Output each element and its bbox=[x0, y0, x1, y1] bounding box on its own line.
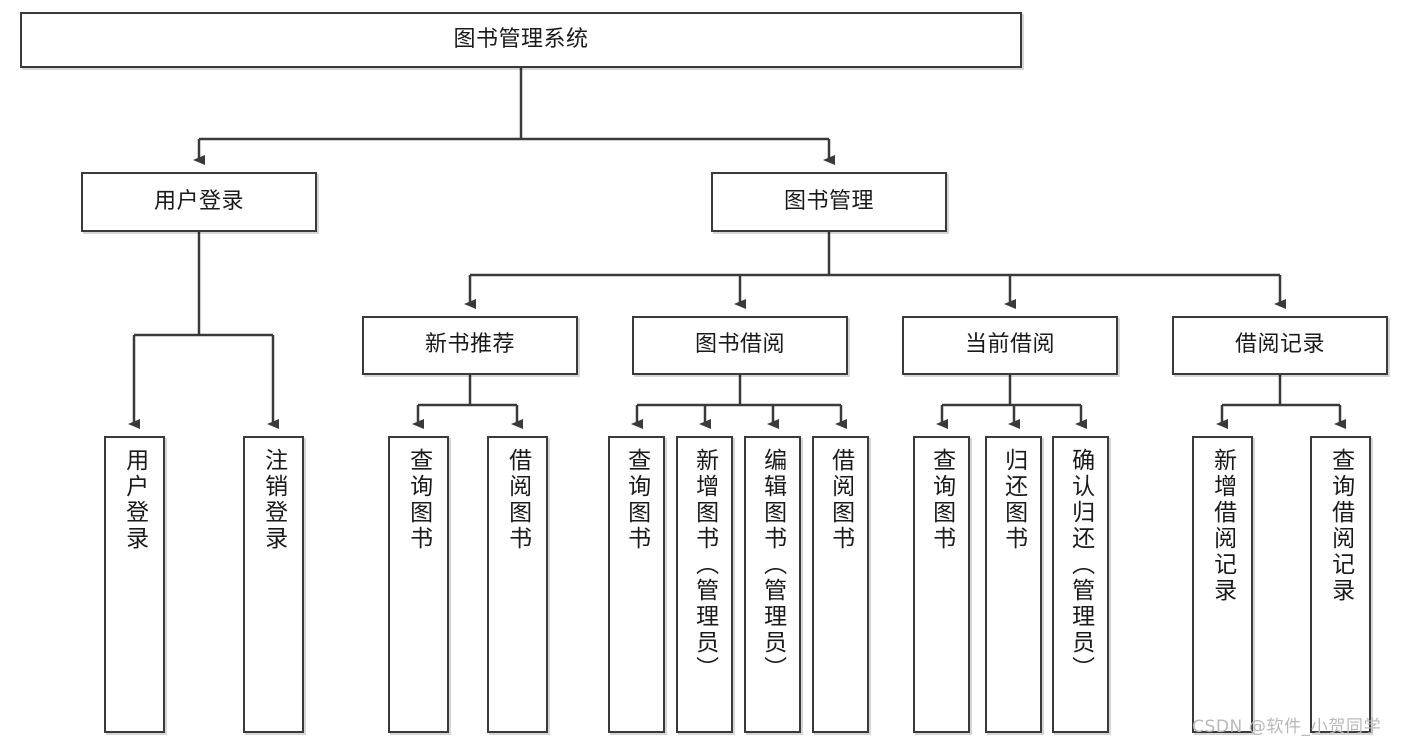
leaf-return-book-label: 归还图书 bbox=[1000, 448, 1027, 552]
leaf-edit-book[interactable]: 编辑图书（管理员） bbox=[744, 436, 801, 733]
node-root-label: 图书管理系统 bbox=[453, 26, 589, 52]
node-borrow-record[interactable]: 借阅记录 bbox=[1172, 316, 1388, 375]
leaf-add-book-label: 新增图书（管理员） bbox=[691, 448, 718, 682]
leaf-edit-book-label: 编辑图书（管理员） bbox=[759, 448, 786, 682]
leaf-query-book-3-label: 查询图书 bbox=[928, 448, 955, 552]
leaf-query-book-2-label: 查询图书 bbox=[623, 448, 650, 552]
leaf-logout[interactable]: 注销登录 bbox=[243, 436, 304, 733]
node-new-book-rec[interactable]: 新书推荐 bbox=[362, 316, 578, 375]
node-new-book-rec-label: 新书推荐 bbox=[424, 332, 515, 358]
leaf-borrow-book-2-label: 借阅图书 bbox=[827, 448, 854, 552]
node-book-borrow-label: 图书借阅 bbox=[694, 332, 785, 358]
node-user-login-label: 用户登录 bbox=[153, 188, 244, 214]
leaf-query-book-1-label: 查询图书 bbox=[405, 448, 432, 552]
leaf-query-book-2[interactable]: 查询图书 bbox=[608, 436, 665, 733]
leaf-query-book-1[interactable]: 查询图书 bbox=[388, 436, 449, 733]
node-user-login[interactable]: 用户登录 bbox=[81, 172, 317, 232]
leaf-borrow-book-1[interactable]: 借阅图书 bbox=[487, 436, 548, 733]
leaf-query-record[interactable]: 查询借阅记录 bbox=[1310, 436, 1371, 733]
node-current-borrow-label: 当前借阅 bbox=[964, 332, 1055, 358]
leaf-borrow-book-1-label: 借阅图书 bbox=[504, 448, 531, 552]
leaf-query-record-label: 查询借阅记录 bbox=[1327, 448, 1354, 604]
leaf-logout-label: 注销登录 bbox=[260, 448, 287, 552]
leaf-user-login-label: 用户登录 bbox=[121, 448, 148, 552]
leaf-confirm-return-label: 确认归还（管理员） bbox=[1067, 448, 1094, 682]
node-borrow-record-label: 借阅记录 bbox=[1234, 332, 1325, 358]
leaf-user-login[interactable]: 用户登录 bbox=[104, 436, 165, 733]
node-current-borrow[interactable]: 当前借阅 bbox=[902, 316, 1118, 375]
leaf-add-record-label: 新增借阅记录 bbox=[1209, 448, 1236, 604]
leaf-add-book[interactable]: 新增图书（管理员） bbox=[676, 436, 733, 733]
leaf-confirm-return[interactable]: 确认归还（管理员） bbox=[1052, 436, 1109, 733]
watermark: CSDN @软件_小贺同学 bbox=[1192, 717, 1382, 737]
leaf-return-book[interactable]: 归还图书 bbox=[985, 436, 1042, 733]
leaf-query-book-3[interactable]: 查询图书 bbox=[913, 436, 970, 733]
node-book-borrow[interactable]: 图书借阅 bbox=[632, 316, 848, 375]
node-book-manage-label: 图书管理 bbox=[783, 188, 874, 214]
leaf-add-record[interactable]: 新增借阅记录 bbox=[1192, 436, 1253, 733]
node-book-manage[interactable]: 图书管理 bbox=[711, 172, 947, 232]
leaf-borrow-book-2[interactable]: 借阅图书 bbox=[812, 436, 869, 733]
node-root[interactable]: 图书管理系统 bbox=[20, 12, 1022, 68]
